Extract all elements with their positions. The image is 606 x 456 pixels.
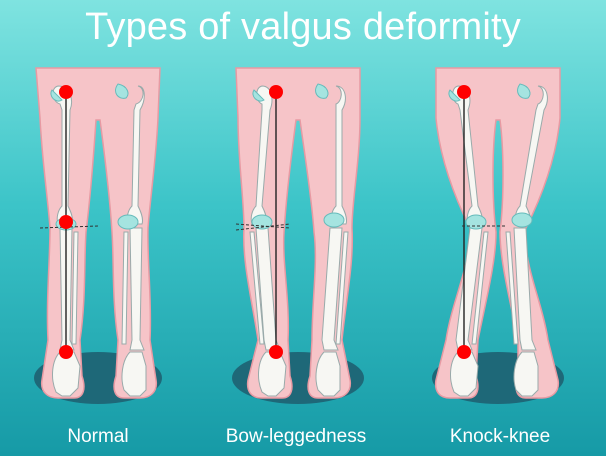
hip-cartilage [50,89,63,102]
fibula [71,231,79,345]
foot-bones [121,351,147,397]
knee-cartilage [465,214,487,230]
knee-axis-line [235,223,291,229]
caption-normal: Normal [67,426,129,447]
ankle-marker [269,345,283,359]
hip-cartilage [448,89,461,102]
knee-marker [59,215,73,229]
hip-cartilage [252,89,265,102]
ankle-marker [59,345,73,359]
knee-cartilage [117,214,139,230]
hip-cartilage [315,83,329,99]
knee-cartilage [323,212,345,228]
caption-knock-knee: Knock-knee [449,426,551,447]
fibula [505,231,519,345]
diagram-title: Types of valgus deformity [85,6,521,48]
foot-bones [450,351,479,397]
tibia [513,227,537,351]
panel-bow-leggedness [232,67,364,404]
panel-knock-knee [432,67,564,404]
knee-axis-line [235,223,291,231]
foot-bones [513,351,539,397]
hip-marker [59,85,73,99]
fibula [471,231,489,345]
hip-marker [269,85,283,99]
knee-cartilage [511,212,533,228]
tibia [129,227,145,351]
fibula [249,231,265,345]
fibula [335,231,349,345]
tibia [321,227,343,351]
fibula [121,231,129,345]
panel-normal [34,67,162,404]
caption-bow-leggedness: Bow-leggedness [225,426,367,447]
hip-marker [457,85,471,99]
foot-bones [52,351,81,397]
hip-cartilage [115,83,129,99]
foot-bones [315,351,341,397]
hip-cartilage [517,83,531,99]
foot-bones [258,351,287,397]
ankle-marker [457,345,471,359]
